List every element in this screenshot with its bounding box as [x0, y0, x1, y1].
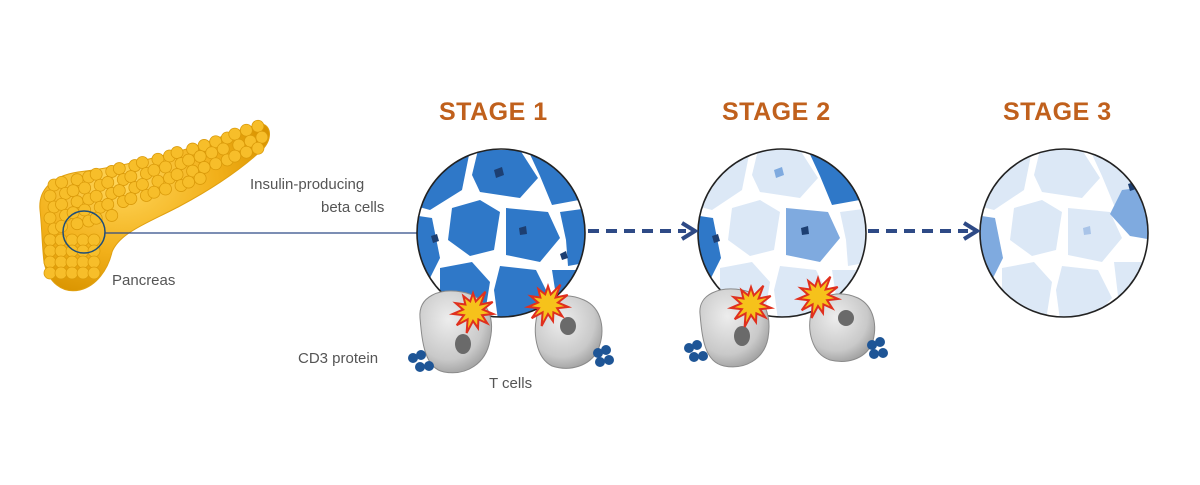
pancreas-lobule [251, 119, 265, 133]
pancreas-lobule [66, 184, 80, 198]
pancreas-lobule [135, 178, 149, 191]
stage-3-islet [979, 148, 1149, 318]
pancreas-lobule [89, 211, 103, 225]
pancreas-lobule [65, 266, 79, 280]
pancreas-lobule [76, 244, 90, 258]
attack-burst-icon [793, 274, 843, 319]
pancreas-lobule [70, 217, 84, 231]
pancreas-lobule [193, 150, 207, 163]
progression-arrow-1 [588, 221, 699, 241]
pancreas-lobule [43, 255, 57, 269]
pancreas-lobule [105, 209, 119, 222]
pancreas-lobule [55, 175, 68, 189]
pancreas-lobule [124, 170, 138, 183]
pancreas-lobule [159, 160, 172, 174]
pancreas-lobule [151, 174, 165, 188]
progression-arrow-2 [868, 221, 981, 241]
pancreas-lobule [78, 203, 92, 217]
attack-burst-icon [448, 289, 498, 334]
pancreas-magnifier-ring [62, 210, 106, 254]
pancreas-lobule [170, 168, 184, 181]
pancreas-lobule [54, 266, 68, 280]
attack-burst-icon [726, 283, 776, 328]
stage-3-title: STAGE 3 [1003, 98, 1112, 126]
stage-2-title: STAGE 2 [722, 98, 831, 126]
pancreas-lobule [43, 189, 57, 203]
pancreas-lobule [65, 255, 79, 269]
pancreas-lobule [78, 181, 92, 195]
stage-2-islet [697, 148, 867, 318]
pancreas-lobule [89, 189, 103, 203]
pancreas-lobule [251, 141, 265, 155]
pancreas-lobule [147, 185, 161, 199]
pancreas-lobule [193, 172, 207, 185]
t-cells-label: T cells [489, 375, 533, 392]
pancreas-lobule [239, 145, 253, 159]
pancreas-lobule [209, 157, 223, 171]
pancreas-label: Pancreas [112, 272, 176, 289]
pancreas-lobule [182, 175, 196, 189]
pancreas-lobule [228, 127, 242, 141]
pancreas-lobule [151, 152, 165, 166]
stage-1-title: STAGE 1 [439, 98, 548, 126]
pancreas-lobule [159, 182, 172, 196]
cd3-protein-icon [684, 340, 708, 362]
pancreas-lobule [255, 130, 269, 144]
pancreas-lobule [43, 266, 57, 280]
pancreas-lobule [170, 146, 184, 159]
cd3-protein-icon [593, 345, 614, 367]
pancreas-lobule [147, 163, 161, 177]
pancreas-lobule [89, 167, 103, 181]
pancreas-lobule [216, 142, 230, 156]
attack-burst-icon [523, 282, 573, 327]
cd3-protein-label: CD3 protein [298, 350, 379, 367]
pancreas-lobule [43, 244, 57, 258]
pancreas-lobule [182, 153, 196, 167]
pancreas-lobule [112, 162, 126, 175]
pancreas-lobule [135, 156, 149, 169]
pancreas-texture [43, 119, 269, 280]
pancreas-lobule [76, 266, 90, 280]
pancreas-lobule [101, 198, 115, 211]
cd3-protein-icon [867, 337, 888, 359]
pancreas-lobule [124, 192, 138, 205]
pancreas-lobule [54, 255, 68, 269]
pancreas-illustration [39, 119, 270, 292]
pancreas-lobule [87, 255, 101, 269]
pancreas-lobule [87, 233, 101, 247]
cd3-protein-icon [408, 350, 434, 372]
pancreas-lobule [205, 146, 219, 160]
immune-attack-bursts [448, 274, 843, 334]
beta-cells-label-line1: Insulin-producing [250, 176, 365, 193]
pancreas-lobule [43, 211, 57, 225]
pancreas-lobule [239, 123, 253, 137]
pancreas-lobule [101, 176, 115, 189]
stage-3-beta-cells [980, 150, 1148, 317]
pancreas-lobule [197, 161, 211, 174]
pancreas-lobule [228, 149, 242, 163]
pancreas-lobule [76, 233, 90, 247]
pancreas-lobule [112, 184, 126, 197]
beta-cells-label-line2: beta cells [321, 199, 385, 216]
pancreas-lobule [87, 266, 101, 280]
stage-2-beta-cells [698, 150, 866, 317]
pancreas-lobule [55, 197, 68, 211]
pancreas-lobule [76, 255, 90, 269]
pancreas-lobule [43, 233, 57, 247]
pancreas-lobule [54, 244, 68, 258]
